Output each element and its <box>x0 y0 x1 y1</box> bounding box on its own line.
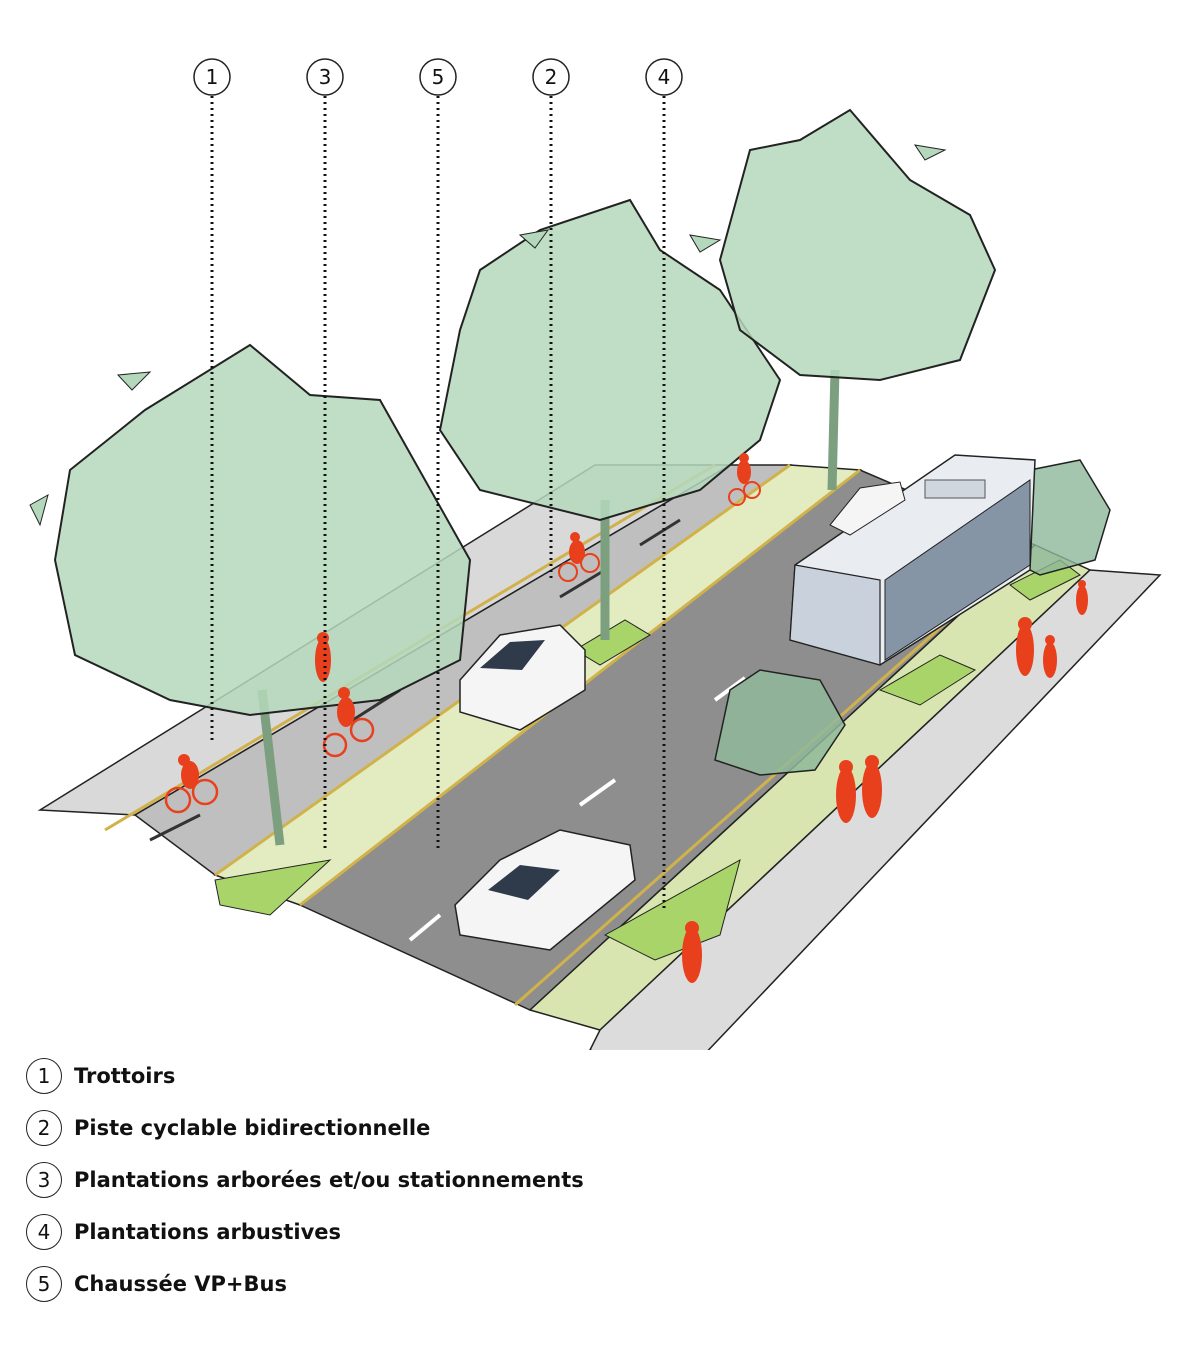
street-cross-section-diagram: 1 3 5 2 4 <box>29 58 1162 1050</box>
legend-item: 4 Plantations arbustives <box>26 1206 826 1258</box>
legend-item: 5 Chaussée VP+Bus <box>26 1258 826 1310</box>
legend-number: 5 <box>26 1266 62 1302</box>
vehicles <box>454 454 1036 951</box>
legend-number: 2 <box>26 1110 62 1146</box>
shrub-bed <box>878 654 977 706</box>
bus-icon <box>789 454 1036 666</box>
legend: 1 Trottoirs 2 Piste cyclable bidirection… <box>26 1050 826 1310</box>
shrub-bed <box>603 858 741 961</box>
legend-number: 4 <box>26 1214 62 1250</box>
callout-number: 3 <box>319 65 332 89</box>
tree-icon <box>714 669 846 776</box>
legend-item: 3 Plantations arborées et/ou stationneme… <box>26 1154 826 1206</box>
legend-label: Plantations arborées et/ou stationnement… <box>74 1168 584 1192</box>
legend-label: Plantations arbustives <box>74 1220 342 1244</box>
pedestrian-icon <box>836 755 882 823</box>
callout-2: 2 <box>532 58 570 580</box>
legend-label: Trottoirs <box>74 1064 176 1088</box>
trees <box>29 108 1111 846</box>
callout-3: 3 <box>306 58 344 850</box>
pedestrian-icon <box>682 921 702 983</box>
legend-label: Piste cyclable bidirectionnelle <box>74 1116 431 1140</box>
callout-number: 1 <box>206 65 219 89</box>
cyclist-icon <box>322 687 375 758</box>
legend-number: 3 <box>26 1162 62 1198</box>
car-icon <box>459 624 586 731</box>
callout-number: 5 <box>432 65 445 89</box>
callout-number: 2 <box>545 65 558 89</box>
callouts: 1 3 5 2 4 <box>193 58 683 912</box>
callout-number: 4 <box>658 65 671 89</box>
pedestrian-icon <box>1016 617 1057 678</box>
car-icon <box>829 481 906 536</box>
tree-icon <box>718 108 997 382</box>
cyclist-icon <box>164 754 219 814</box>
callout-4: 4 <box>645 58 683 912</box>
legend-number: 1 <box>26 1058 62 1094</box>
tree-icon <box>438 198 782 522</box>
legend-label: Chaussée VP+Bus <box>74 1272 287 1296</box>
cyclist-icon <box>728 453 761 506</box>
pedestrian-icon <box>1076 580 1088 615</box>
tree-icon <box>53 343 472 717</box>
pedestrian-icon <box>315 632 331 682</box>
legend-item: 2 Piste cyclable bidirectionnelle <box>26 1102 826 1154</box>
shrub-bed <box>214 859 332 916</box>
car-icon <box>454 829 636 951</box>
cyclist-icon <box>558 532 600 582</box>
people <box>164 453 1088 983</box>
callout-1: 1 <box>193 58 231 740</box>
legend-item: 1 Trottoirs <box>26 1050 826 1102</box>
callout-5: 5 <box>419 58 457 852</box>
